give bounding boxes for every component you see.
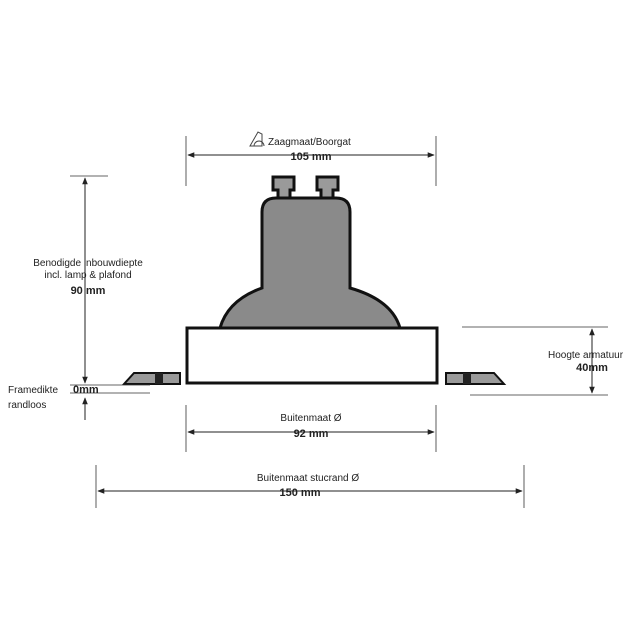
lamp-bulb — [218, 196, 402, 330]
saw-drill-icon — [249, 131, 265, 147]
gu10-lamp — [218, 175, 402, 330]
plaster-rim-label: Buitenmaat stucrand Ø — [257, 473, 359, 484]
outer-size-label: Buitenmaat Ø — [280, 413, 341, 424]
plaster-rim-dimension: Buitenmaat stucrand Ø 150 mm — [95, 465, 525, 508]
depth-dimension: Benodigde inbouwdiepte incl. lamp & plaf… — [33, 175, 143, 384]
fixture-height-label: Hoogte armatuur — [548, 350, 624, 361]
outer-size-value: 92 mm — [294, 428, 329, 440]
plaster-rim-value: 150 mm — [280, 487, 321, 499]
frame-tab-left — [121, 372, 181, 385]
depth-label-line2: incl. lamp & plafond — [44, 270, 131, 281]
frame-label-line2: randloos — [8, 400, 46, 411]
frame-value: 0mm — [73, 384, 99, 396]
frame-label-line1: Framedikte — [8, 385, 58, 396]
outer-size-dimension: Buitenmaat Ø 92 mm — [185, 405, 437, 452]
fixture-height-dimension: Hoogte armatuur 40mm — [462, 326, 624, 396]
cutout-dimension: Zaagmaat/Boorgat 105 mm — [185, 131, 437, 186]
frame-tab-right — [445, 372, 507, 385]
cutout-value: 105 mm — [291, 151, 332, 163]
cutout-label: Zaagmaat/Boorgat — [268, 137, 351, 148]
depth-value: 90 mm — [71, 285, 106, 297]
fixture-height-value: 40mm — [576, 362, 608, 374]
depth-label-line1: Benodigde inbouwdiepte — [33, 258, 143, 269]
frame-dimension: Framedikte 0mm randloos — [8, 384, 150, 420]
fixture-housing — [185, 326, 439, 385]
